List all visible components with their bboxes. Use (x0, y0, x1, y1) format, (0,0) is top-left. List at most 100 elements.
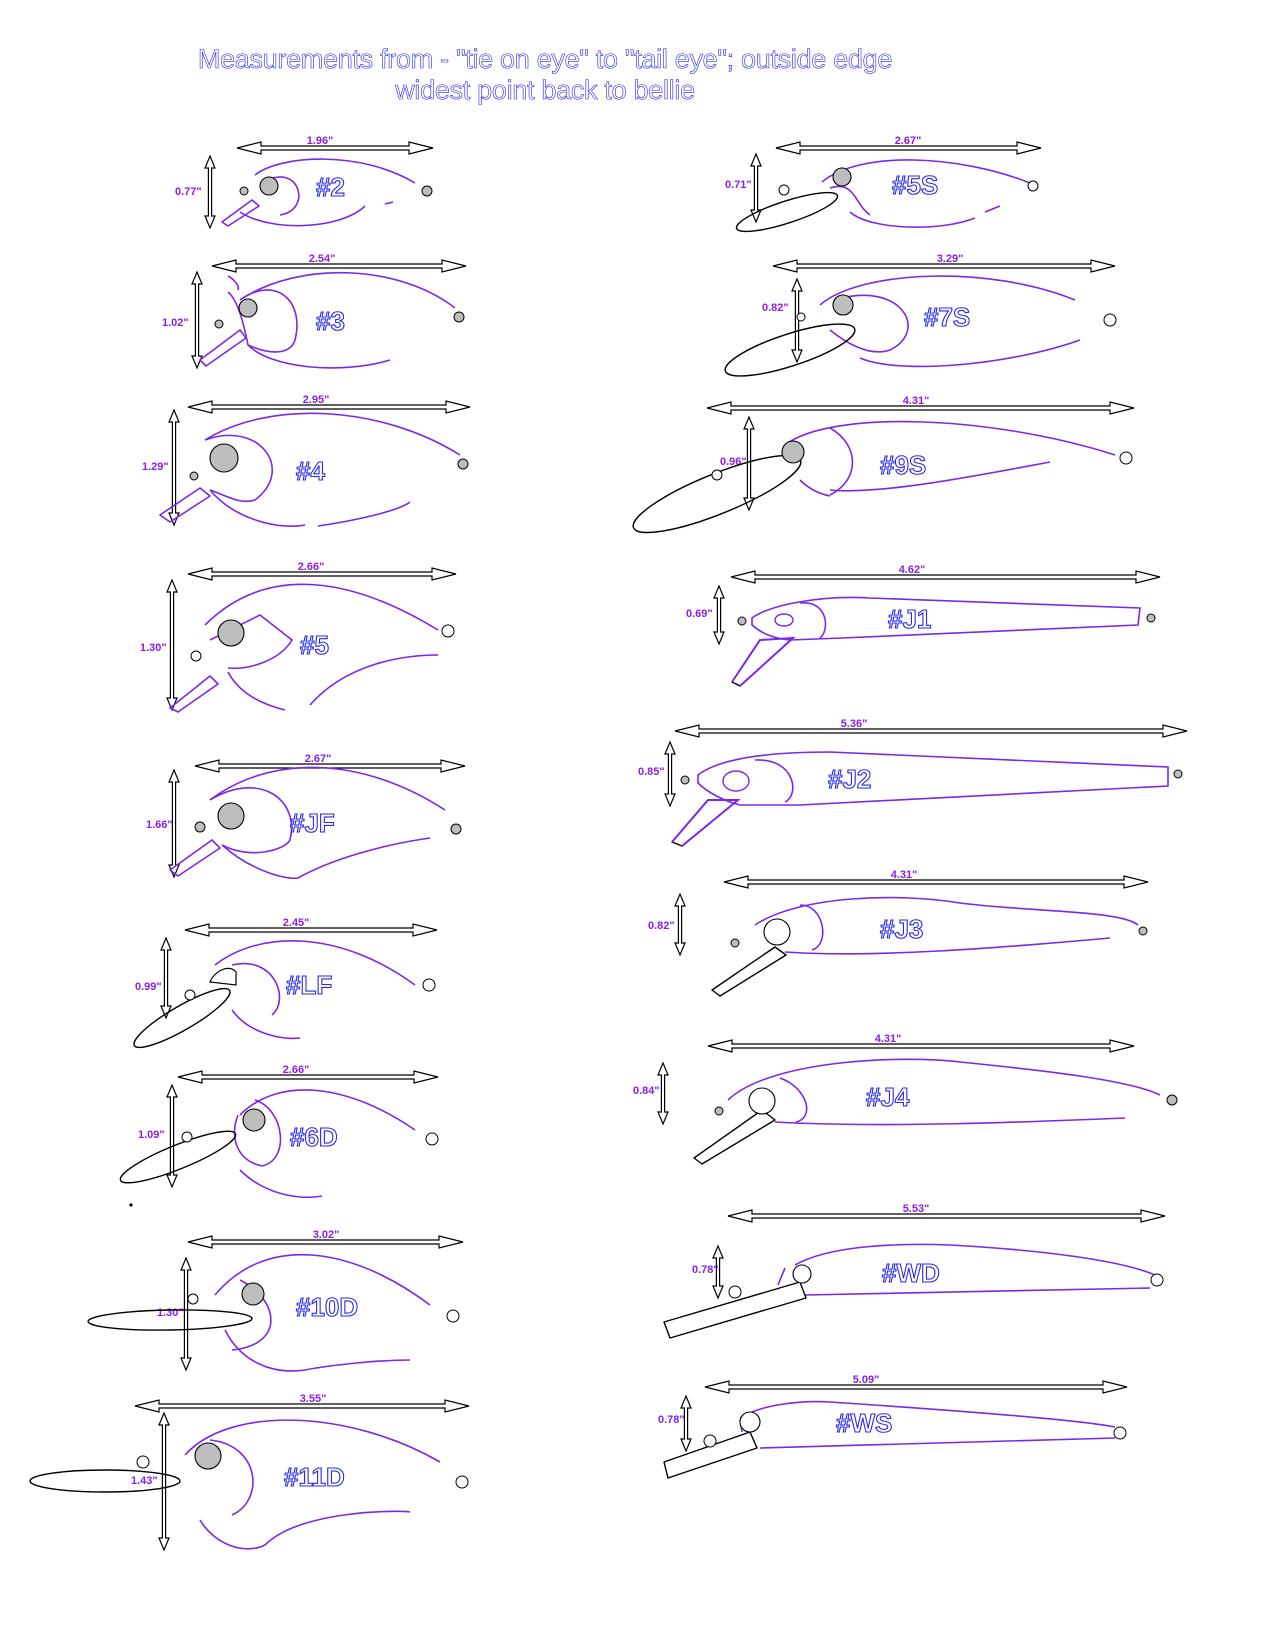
title-line-2: widest point back to bellie (395, 75, 695, 106)
lip (199, 329, 247, 367)
lure-11d: 3.55"1.43"#11D (29, 1393, 470, 1552)
length-arrow (184, 923, 438, 937)
eye (832, 167, 852, 187)
height-arrow (657, 1061, 669, 1126)
tail-eye (455, 1475, 469, 1489)
tail-eye (453, 311, 465, 323)
tie-on-eye (214, 319, 224, 329)
gill-outline (209, 614, 294, 670)
eye (259, 176, 279, 196)
body-outline (751, 596, 1141, 641)
tie-on-eye (737, 616, 747, 626)
lip (169, 839, 221, 877)
gill-outline (267, 176, 300, 216)
lip (735, 191, 839, 233)
eye (194, 1442, 222, 1470)
tail-eye (421, 185, 433, 197)
model-label: #J4 (866, 1082, 910, 1112)
model-label: #2 (316, 172, 345, 202)
body-outline (739, 1400, 1116, 1449)
lip (663, 1431, 758, 1479)
height-label: 0.84" (633, 1085, 660, 1097)
length-label: 5.36" (841, 718, 868, 730)
length-arrow (236, 141, 434, 155)
lure-j1: 4.62" 0.69" #J1 (686, 564, 1161, 687)
length-arrow (727, 1209, 1166, 1223)
length-label: 4.31" (903, 395, 930, 407)
length-label: 2.66" (298, 561, 325, 573)
lure-5s: 2.67"0.71"#5S (725, 135, 1042, 233)
length-label: 4.31" (875, 1033, 902, 1045)
tail-eye (1173, 769, 1183, 779)
height-arrow (712, 1244, 724, 1300)
height-arrow (166, 578, 178, 712)
tail-eye (1166, 1094, 1178, 1106)
tie-on-eye (711, 469, 723, 481)
length-label: 3.55" (300, 1393, 327, 1405)
height-label: 1.29" (142, 461, 169, 473)
height-label: 0.71" (725, 179, 752, 191)
tie-on-eye (187, 1293, 199, 1305)
gill-outline (779, 1077, 808, 1123)
model-label: #5S (892, 170, 938, 200)
gill-outline (777, 1267, 786, 1286)
length-label: 4.62" (899, 564, 926, 576)
length-label: 2.45" (283, 917, 310, 929)
height-arrow (750, 152, 762, 224)
tail-eye (1113, 1426, 1127, 1440)
height-arrow (180, 1256, 192, 1372)
eye (792, 1264, 812, 1284)
tail-eye (1146, 613, 1156, 623)
lip (724, 323, 856, 377)
length-label: 2.67" (305, 753, 332, 765)
model-label: #JF (290, 808, 335, 838)
body-outline (239, 1089, 416, 1199)
height-label: 0.69" (686, 608, 713, 620)
tie-on-eye (194, 821, 206, 833)
tie-on-eye (680, 775, 690, 785)
eye (238, 298, 258, 318)
eye (242, 1108, 266, 1132)
model-label: #J1 (888, 604, 931, 634)
lip (169, 675, 219, 713)
lure-j4: 4.31" 0.84" #J4 (633, 1033, 1178, 1165)
height-label: 0.77" (175, 186, 202, 198)
lure-2: 1.96"0.77"#2 (175, 135, 434, 230)
tie-on-eye (190, 650, 202, 662)
height-label: 1.66" (146, 819, 173, 831)
tail-eye (450, 823, 462, 835)
model-label: #10D (296, 1292, 358, 1322)
eye (209, 443, 239, 473)
lure-10d: 3.02"1.30"#10D (87, 1229, 464, 1372)
length-arrow (134, 1399, 470, 1413)
gill-outline (754, 759, 794, 803)
gill-outline (209, 787, 293, 854)
model-label: #J2 (828, 764, 871, 794)
length-arrow (194, 759, 466, 773)
tie-on-eye (703, 1434, 717, 1448)
lip (221, 199, 260, 227)
lure-jf: 2.67" 1.66" #JF (146, 753, 466, 880)
length-arrow (187, 400, 471, 414)
length-arrow (723, 875, 1149, 889)
body-outline (794, 1243, 1156, 1296)
tie-on-eye (714, 1106, 724, 1116)
body-outline (227, 271, 456, 369)
height-label: 0.82" (648, 920, 675, 932)
lip (87, 1309, 253, 1331)
lure-j2: 5.36"0.85"#J2 (638, 718, 1188, 847)
length-arrow (177, 1070, 439, 1084)
lip (632, 454, 802, 534)
length-arrow (704, 1380, 1128, 1394)
length-arrow (730, 570, 1161, 584)
length-arrow (706, 401, 1135, 415)
body-outline (754, 896, 1139, 955)
height-arrow (158, 1411, 170, 1552)
tie-on-eye (728, 1285, 742, 1299)
gill-outline (799, 427, 854, 497)
height-label: 1.09" (138, 1129, 165, 1141)
gill-outline (799, 602, 827, 639)
model-label: #6D (290, 1122, 338, 1152)
tail-eye (446, 1309, 460, 1323)
